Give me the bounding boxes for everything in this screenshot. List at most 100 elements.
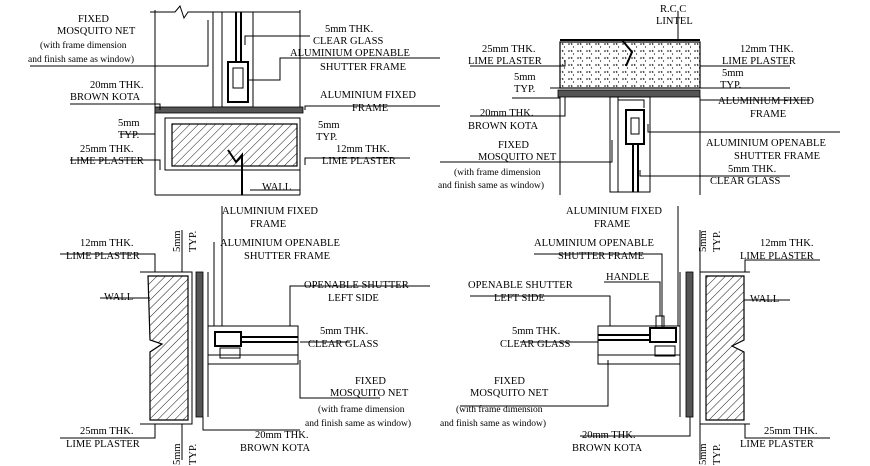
br-plaster-bottom-2: LIME PLASTER: [740, 439, 814, 450]
fixed-frame-profile: [597, 325, 681, 365]
tr-kota-label-2: BROWN KOTA: [468, 121, 538, 132]
bl-kota-label-2: BROWN KOTA: [240, 443, 310, 454]
br-shutter-label-2: SHUTTER FRAME: [558, 251, 644, 262]
bl-glass-label-1: 5mm THK.: [320, 326, 368, 337]
br-fixed-frame-label-1: ALUMINIUM FIXED: [566, 206, 662, 217]
tr-plaster-right-1: 12mm THK.: [740, 44, 793, 55]
tl-fixed-net-label-2: MOSQUITO NET: [57, 26, 136, 37]
tr-fixed-net-label-3: (with frame dimension: [454, 167, 541, 178]
shutter-frame-profile: [649, 327, 677, 343]
tl-typ-right-2: TYP.: [316, 132, 337, 143]
bl-typ-bottom-2: TYP.: [188, 444, 199, 465]
bl-kota-label-1: 20mm THK.: [255, 430, 308, 441]
tl-kota-label-1: 20mm THK.: [90, 80, 143, 91]
brown-kota-strip: [154, 106, 304, 114]
br-kota-label-1: 20mm THK.: [582, 430, 635, 441]
tl-fixed-net-label-1: FIXED: [78, 14, 109, 25]
tr-plaster-left-1: 25mm THK.: [482, 44, 535, 55]
br-fixed-net-label-3: (with frame dimension: [456, 404, 543, 415]
shutter-frame-section: [625, 109, 645, 145]
tr-lintel-label-2: LINTEL: [656, 16, 693, 27]
tl-kota-label-2: BROWN KOTA: [70, 92, 140, 103]
br-glass-label-2: CLEAR GLASS: [500, 339, 570, 350]
bl-fixed-net-label-1: FIXED: [355, 376, 386, 387]
tl-fixed-frame-label-1: ALUMINIUM FIXED: [320, 90, 416, 101]
bl-typ-bottom-1: 5mm: [172, 443, 183, 465]
tr-typ-right-1: 5mm: [722, 68, 744, 79]
tr-shutter-label-2: SHUTTER FRAME: [734, 151, 820, 162]
detail-top-left: FIXED MOSQUITO NET (with frame dimension…: [28, 4, 440, 196]
bl-fixed-net-label-2: MOSQUITO NET: [330, 388, 409, 399]
br-plaster-top-1: 12mm THK.: [760, 238, 813, 249]
br-fixed-net-label-4: and finish same as window): [440, 418, 546, 429]
tl-plaster-right-2: LIME PLASTER: [322, 156, 396, 167]
bl-glass-label-2: CLEAR GLASS: [308, 339, 378, 350]
shutter-frame-section: [227, 61, 249, 103]
tl-fixed-frame-label-2: FRAME: [352, 103, 388, 114]
br-openable-label-2: LEFT SIDE: [494, 293, 545, 304]
tl-plaster-right-1: 12mm THK.: [336, 144, 389, 155]
br-kota-label-2: BROWN KOTA: [572, 443, 642, 454]
jamb-wall-hatch: [705, 275, 745, 421]
bl-fixed-frame-label-2: FRAME: [250, 219, 286, 230]
tl-glass-label-1: 5mm THK.: [325, 24, 373, 35]
brown-kota-strip: [557, 89, 701, 98]
tr-fixed-net-label-4: and finish same as window): [438, 180, 544, 191]
bl-shutter-label-2: SHUTTER FRAME: [244, 251, 330, 262]
br-typ-bottom-2: TYP.: [712, 444, 723, 465]
tr-fixed-net-label-1: FIXED: [498, 140, 529, 151]
tl-typ-left-2: TYP.: [118, 130, 139, 141]
detail-top-right: R.C.C LINTEL 25mm THK. LIME PLASTER 12mm…: [438, 4, 840, 195]
tl-plaster-left-2: LIME PLASTER: [70, 156, 144, 167]
bl-openable-label-2: LEFT SIDE: [328, 293, 379, 304]
detail-bottom-left: ALUMINIUM FIXED FRAME 12mm THK. LIME PLA…: [60, 206, 430, 465]
tr-fixed-frame-label-2: FRAME: [750, 109, 786, 120]
tr-lintel-label-1: R.C.C: [660, 4, 686, 15]
bl-wall-label: WALL: [104, 292, 133, 303]
br-handle-label: HANDLE: [606, 272, 649, 283]
tl-glass-label-2: CLEAR GLASS: [313, 36, 383, 47]
br-typ-bottom-1: 5mm: [698, 443, 709, 465]
br-plaster-top-2: LIME PLASTER: [740, 251, 814, 262]
tr-glass-label-1: 5mm THK.: [728, 164, 776, 175]
tr-kota-label-1: 20mm THK.: [480, 108, 533, 119]
fixed-frame-profile: [207, 325, 299, 365]
br-glass-label-1: 5mm THK.: [512, 326, 560, 337]
tr-typ-left-2: TYP.: [514, 84, 535, 95]
bl-plaster-top-1: 12mm THK.: [80, 238, 133, 249]
bl-plaster-bottom-2: LIME PLASTER: [66, 439, 140, 450]
detail-bottom-right: ALUMINIUM FIXED FRAME 5mm TYP. 12mm THK.…: [440, 206, 830, 465]
bl-fixed-frame-label-1: ALUMINIUM FIXED: [222, 206, 318, 217]
br-openable-label-1: OPENABLE SHUTTER: [468, 280, 573, 291]
tl-fixed-net-label-3: (with frame dimension: [40, 40, 127, 51]
br-typ-top-1: 5mm: [698, 230, 709, 252]
tl-typ-left-1: 5mm: [118, 118, 140, 129]
brown-kota-strip: [195, 271, 204, 418]
tl-shutter-label-1: ALUMINIUM OPENABLE: [290, 48, 410, 59]
bl-typ-top-1: 5mm: [172, 230, 183, 252]
tl-typ-right-1: 5mm: [318, 120, 340, 131]
sill-wall-hatch: [171, 123, 298, 167]
fixed-frame-vertical: [609, 96, 651, 193]
tr-typ-left-1: 5mm: [514, 72, 536, 83]
tr-fixed-frame-label-1: ALUMINIUM FIXED: [718, 96, 814, 107]
bl-fixed-net-label-3: (with frame dimension: [318, 404, 405, 415]
br-shutter-label-1: ALUMINIUM OPENABLE: [534, 238, 654, 249]
br-wall-label: WALL: [750, 294, 779, 305]
br-plaster-bottom-1: 25mm THK.: [764, 426, 817, 437]
bl-plaster-top-2: LIME PLASTER: [66, 251, 140, 262]
tl-shutter-label-2: SHUTTER FRAME: [320, 62, 406, 73]
tr-shutter-label-1: ALUMINIUM OPENABLE: [706, 138, 826, 149]
bl-shutter-label-1: ALUMINIUM OPENABLE: [220, 238, 340, 249]
tr-plaster-right-2: LIME PLASTER: [722, 56, 796, 67]
br-typ-top-2: TYP.: [712, 231, 723, 252]
bl-fixed-net-label-4: and finish same as window): [305, 418, 411, 429]
shutter-frame-profile: [214, 331, 242, 347]
tl-fixed-net-label-4: and finish same as window): [28, 54, 134, 65]
br-fixed-net-label-1: FIXED: [494, 376, 525, 387]
brown-kota-strip: [685, 271, 694, 418]
bl-plaster-bottom-1: 25mm THK.: [80, 426, 133, 437]
br-fixed-net-label-2: MOSQUITO NET: [470, 388, 549, 399]
br-fixed-frame-label-2: FRAME: [594, 219, 630, 230]
